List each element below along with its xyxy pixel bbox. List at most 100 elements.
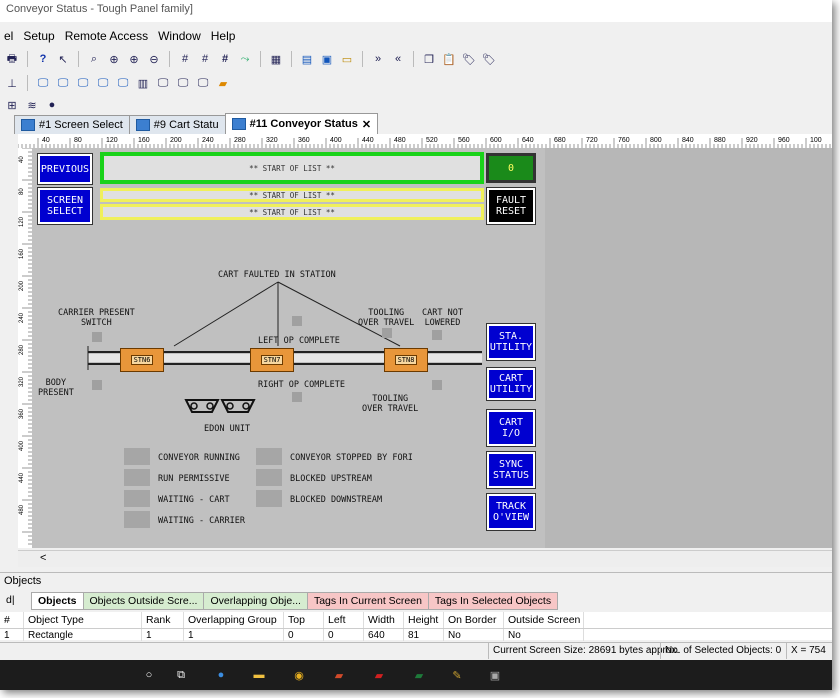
legend-swatch (124, 490, 150, 507)
ruler-tick-label: 920 (746, 137, 758, 144)
edge-icon[interactable]: ● (212, 666, 230, 684)
ruler-tick-label: 480 (394, 137, 406, 144)
tab-objects[interactable]: Objects (31, 592, 84, 610)
legend-label: CONVEYOR RUNNING (158, 453, 240, 463)
design-canvas[interactable]: PREVIOUS SCREENSELECT ** START OF LIST *… (32, 148, 832, 548)
powerpoint-icon[interactable]: ▰ (330, 666, 348, 684)
indicator (292, 316, 302, 326)
menu-setup[interactable]: Setup (23, 26, 54, 46)
legend-label: BLOCKED UPSTREAM (290, 474, 372, 484)
menu-help[interactable]: Help (211, 26, 236, 46)
horizontal-scrollbar[interactable]: < (18, 550, 832, 567)
tag-icon[interactable]: ▭ (339, 51, 355, 67)
monitor-icon[interactable]: 🖵 (35, 75, 51, 91)
station-stn6[interactable]: STN6 (120, 348, 164, 372)
legend-swatch (124, 511, 150, 528)
file-explorer-icon[interactable]: ▬ (250, 666, 268, 684)
ruler-tick-label: 400 (330, 137, 342, 144)
wifi-icon[interactable]: ≋ (24, 97, 40, 113)
selected-objects-status: No. of Selected Objects: 0 (660, 643, 781, 659)
menu-item[interactable]: el (4, 26, 13, 46)
tab-conveyor-status[interactable]: #11 Conveyor Status ✕ (225, 113, 378, 134)
window-title: Conveyor Status - Tough Panel family] (0, 0, 832, 22)
toolbar-secondary: ⊥ 🖵 🖵 🖵 🖵 🖵 ▥ 🖵 🖵 🖵 ▰ (0, 72, 231, 94)
tag-copy-icon[interactable]: 🏷 (461, 51, 477, 67)
zoom-out-icon[interactable]: ⊖ (146, 51, 162, 67)
task-view-icon[interactable]: ⧉ (172, 666, 190, 684)
copy-icon[interactable]: ❐ (421, 51, 437, 67)
ruler-tick-label: 480 (19, 504, 25, 515)
tag-paste-icon[interactable]: 🏷 (481, 51, 497, 67)
close-icon[interactable]: ✕ (362, 118, 371, 131)
tab-overlapping-objects[interactable]: Overlapping Obje... (203, 592, 307, 610)
context-help-icon[interactable]: ↖ (55, 51, 71, 67)
zoom-icon[interactable]: ⌕ (86, 51, 102, 67)
help-icon[interactable]: ? (35, 51, 51, 67)
zoom-fit-icon[interactable]: ⊕ (106, 51, 122, 67)
monitor5-icon[interactable]: 🖵 (115, 75, 131, 91)
app-icon[interactable]: ✎ (448, 666, 466, 684)
app-icon[interactable]: ▣ (486, 666, 504, 684)
cable-icon[interactable]: ● (44, 97, 60, 113)
print-icon[interactable]: 🖶 (4, 51, 20, 67)
network-icon[interactable]: ⊞ (4, 97, 20, 113)
ruler-tick-label: 400 (19, 440, 25, 451)
grid-icon[interactable]: # (177, 51, 193, 67)
panel-icon[interactable]: ▦ (268, 51, 284, 67)
screen2-icon[interactable]: ▣ (319, 51, 335, 67)
carrier-present-indicator (92, 332, 102, 342)
legend-swatch (256, 469, 282, 486)
table-row[interactable]: 1 Rectangle 1 1 0 0 640 81 No No (0, 629, 832, 641)
menu-remote-access[interactable]: Remote Access (65, 26, 148, 46)
monitor4-icon[interactable]: 🖵 (95, 75, 111, 91)
legend-swatch (256, 490, 282, 507)
ruler-tick-label: 40 (19, 156, 25, 163)
right-op-label: RIGHT OP COMPLETE (258, 380, 345, 390)
toolbar-network: ⊞ ≋ ● (0, 94, 60, 116)
ruler-tick-label: 320 (266, 137, 278, 144)
screen-size-status: Current Screen Size: 28691 bytes approx. (488, 643, 679, 659)
legend-label: CONVEYOR STOPPED BY FORI (290, 453, 413, 463)
paste-icon[interactable]: 📋 (441, 51, 457, 67)
station-stn7[interactable]: STN7 (250, 348, 294, 372)
search-icon[interactable]: ○ (140, 666, 158, 684)
panel-side-label: d| (0, 592, 32, 608)
grid-bold-icon[interactable]: # (217, 51, 233, 67)
forward-icon[interactable]: » (370, 51, 386, 67)
tab-screen-select[interactable]: #1 Screen Select (14, 115, 130, 134)
back-icon[interactable]: « (390, 51, 406, 67)
legend-swatch (124, 448, 150, 465)
align-icon[interactable]: ⊥ (4, 75, 20, 91)
zoom-in-icon[interactable]: ⊕ (126, 51, 142, 67)
screen-icon[interactable]: ▤ (299, 51, 315, 67)
bars-icon[interactable]: ▥ (135, 75, 151, 91)
ruler-tick-label: 600 (490, 137, 502, 144)
legend-label: RUN PERMISSIVE (158, 474, 230, 484)
monitor8-icon[interactable]: 🖵 (195, 75, 211, 91)
tab-tags-current-screen[interactable]: Tags In Current Screen (307, 592, 429, 610)
chrome-icon[interactable]: ◉ (290, 666, 308, 684)
ruler-tick-label: 640 (522, 137, 534, 144)
status-bar: Current Screen Size: 28691 bytes approx.… (0, 642, 832, 659)
tab-cart-status[interactable]: #9 Cart Statu (129, 115, 226, 134)
tab-objects-outside-screen[interactable]: Objects Outside Scre... (83, 592, 205, 610)
monitor6-icon[interactable]: 🖵 (155, 75, 171, 91)
ruler-tick-label: 160 (138, 137, 150, 144)
monitor3-icon[interactable]: 🖵 (75, 75, 91, 91)
menu-window[interactable]: Window (158, 26, 201, 46)
excel-icon[interactable]: ▰ (410, 666, 428, 684)
folder-icon[interactable]: ▰ (215, 75, 231, 91)
tab-tags-selected-objects[interactable]: Tags In Selected Objects (428, 592, 558, 610)
grid-snap-icon[interactable]: # (197, 51, 213, 67)
route-icon[interactable]: ⤳ (237, 51, 253, 67)
legend-swatch (256, 448, 282, 465)
ruler-tick-label: 200 (170, 137, 182, 144)
monitor2-icon[interactable]: 🖵 (55, 75, 71, 91)
station-stn8[interactable]: STN8 (384, 348, 428, 372)
ruler-tick-label: 360 (19, 408, 25, 419)
acrobat-icon[interactable]: ▰ (370, 666, 388, 684)
objects-panel-tabs: d| Objects Objects Outside Scre... Overl… (0, 592, 557, 610)
monitor7-icon[interactable]: 🖵 (175, 75, 191, 91)
scroll-left-arrow[interactable]: < (40, 552, 46, 564)
legend-label: WAITING - CART (158, 495, 230, 505)
